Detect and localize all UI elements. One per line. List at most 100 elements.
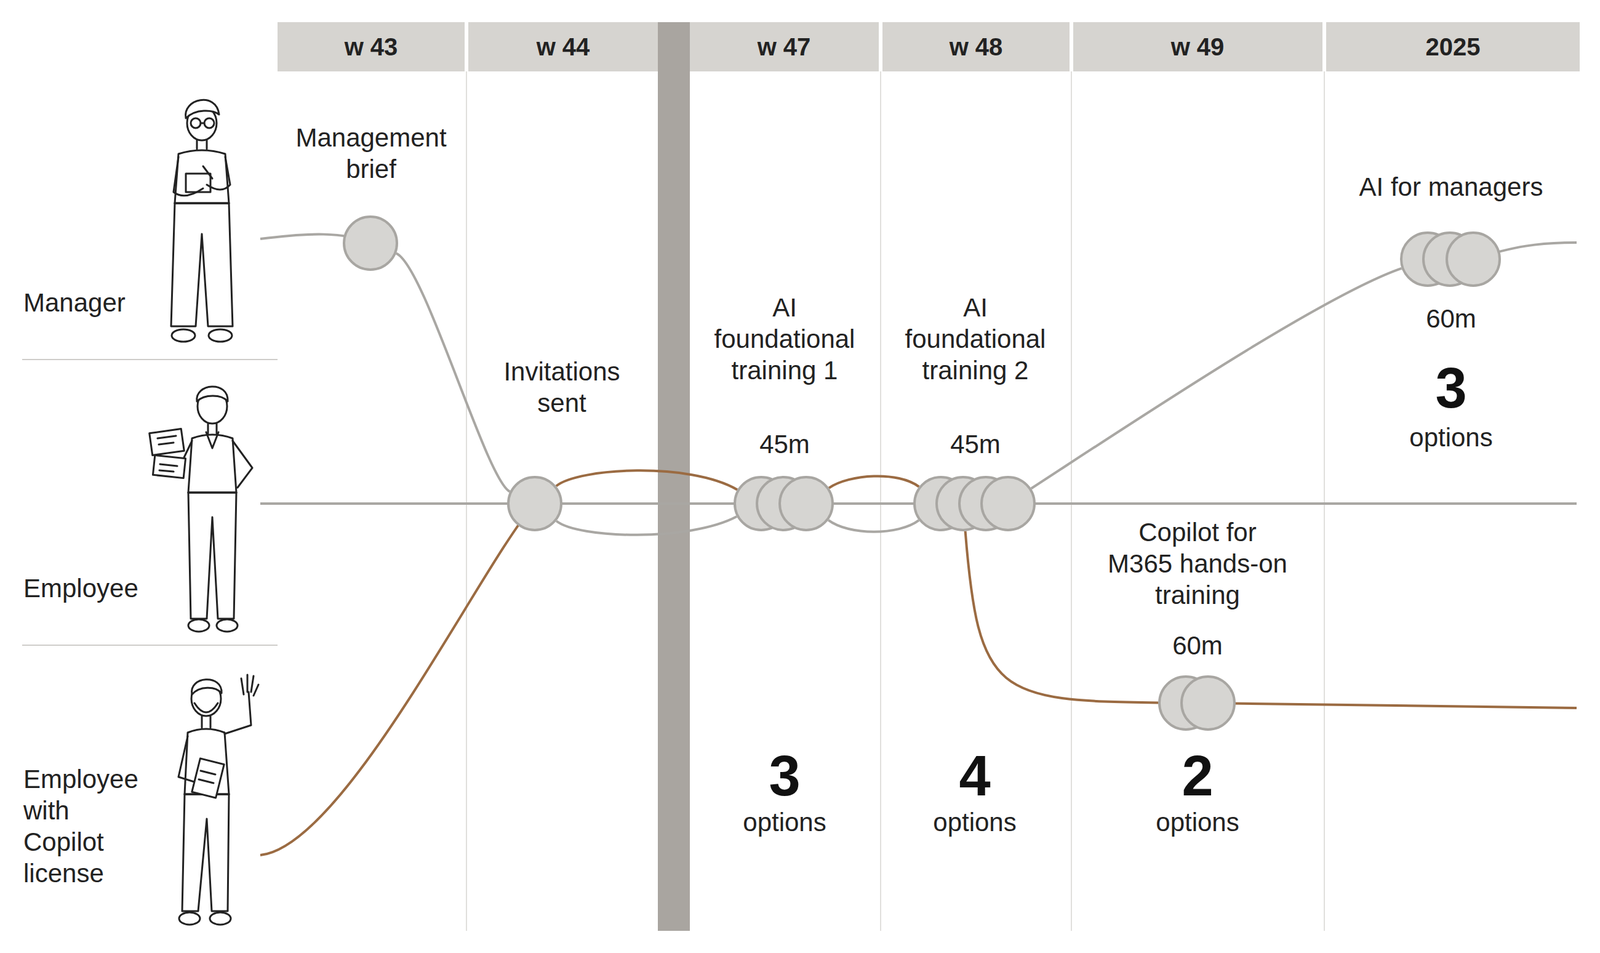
copilot-employee-figure-part: [200, 770, 216, 775]
copilot-employee-figure-part: [241, 674, 259, 696]
journey-connector: [556, 516, 737, 535]
journey-connector: [556, 470, 738, 490]
manager-figure-part: [174, 202, 229, 205]
manager-figure-part: [190, 118, 201, 128]
copilot-line: [1208, 702, 1577, 708]
journey-lines: [260, 234, 1577, 855]
session-circle: [981, 476, 1035, 530]
header-cell: [468, 22, 658, 72]
role-label: Manager: [23, 286, 159, 319]
copilot-employee-figure-part: [224, 691, 252, 734]
copilot-line: [260, 503, 535, 855]
option-count: 2: [1136, 747, 1260, 804]
manager-figure-part: [173, 156, 204, 196]
manager-figure-part: [208, 329, 232, 342]
session-circle: [1446, 232, 1500, 286]
session-circles: [1398, 230, 1503, 288]
option-caption: options: [900, 806, 1049, 838]
session-circle: [1181, 676, 1235, 730]
role-label: Employee: [23, 572, 147, 604]
role-label: Employee with Copilot license: [23, 763, 153, 889]
session-title: Copilot for M365 hands-on training: [1105, 516, 1290, 611]
copilot-employee-figure-part: [192, 679, 223, 695]
employee-figure-part: [232, 440, 253, 488]
manager-figure-part: [203, 166, 213, 179]
session-circles: [912, 474, 1037, 533]
manager-figure-part: [171, 329, 196, 342]
session-title: AI foundational training 2: [897, 291, 1055, 386]
journey-connector: [828, 475, 919, 488]
week-header: w 44: [476, 32, 650, 62]
employee-figure-part: [152, 454, 186, 478]
copilot-employee-figure-part: [182, 793, 229, 911]
copilot-employee-figure-part: [198, 779, 214, 783]
employee-figure-part: [188, 491, 237, 494]
week-header: w 48: [889, 32, 1063, 62]
session-circle: [779, 476, 833, 530]
session-node: Invitations sent: [505, 474, 564, 533]
copilot-employee-figure-part: [201, 715, 211, 728]
header-cell: [689, 22, 879, 72]
employee-figure-part: [188, 492, 237, 619]
header-band: [277, 22, 1580, 72]
option-count: 3: [1389, 359, 1513, 416]
manager-figure-part: [206, 156, 231, 190]
manager-figure: [171, 99, 233, 342]
grid-line: [1323, 71, 1325, 931]
employee-figure-part: [216, 619, 238, 632]
session-node: Management brief: [341, 214, 400, 272]
copilot-employee-figure-part: [192, 758, 224, 798]
week-header: w 43: [284, 32, 458, 62]
session-duration: 45m: [913, 428, 1037, 460]
employee-figure-part: [188, 434, 237, 493]
row-dividers: [22, 359, 278, 645]
copilot-employee-figure-part: [194, 702, 218, 712]
session-duration: 60m: [1136, 629, 1260, 661]
header-cell: [1073, 22, 1323, 72]
manager-figure-part: [185, 99, 220, 119]
employee-figure-part: [196, 386, 228, 402]
session-circle: [344, 216, 397, 270]
year-header: 2025: [1342, 32, 1564, 62]
week-header: w 47: [697, 32, 871, 62]
option-caption: options: [1123, 806, 1272, 838]
session-node: AI foundational training 245m: [912, 474, 1037, 533]
session-title: Invitations sent: [489, 355, 635, 419]
header-cell: [1326, 22, 1580, 72]
manager-figure-part: [200, 122, 205, 125]
session-node: AI for managers60m: [1398, 230, 1503, 288]
option-count: 4: [913, 747, 1037, 804]
time-gap-bar: [657, 22, 690, 931]
session-circles: [732, 474, 836, 533]
manager-figure-part: [171, 203, 233, 327]
employee-figure-part: [206, 432, 219, 448]
session-title: Management brief: [284, 121, 458, 185]
option-count: 3: [723, 747, 847, 804]
grid-line: [880, 71, 882, 931]
session-circle: [508, 476, 562, 530]
employee-figure-part: [149, 428, 185, 456]
copilot-employee-figure-part: [209, 912, 231, 925]
session-circles: [341, 214, 400, 272]
session-title: AI for managers: [1346, 171, 1556, 203]
header-cell: [277, 22, 465, 72]
copilot-employee-figure-part: [179, 912, 200, 925]
session-circles: [1156, 673, 1237, 732]
employee-figure: [149, 386, 253, 632]
manager-figure-part: [185, 173, 211, 192]
header-cell: [882, 22, 1070, 72]
option-caption: options: [1377, 421, 1525, 453]
journey-connector: [1031, 268, 1402, 489]
session-node: Copilot for M365 hands-on training60m: [1156, 673, 1237, 732]
session-title: AI foundational training 1: [706, 291, 864, 386]
journey-connector: [396, 253, 511, 492]
session-duration: 60m: [1389, 302, 1513, 335]
employee-figure-part: [208, 423, 217, 434]
option-caption: options: [710, 806, 859, 838]
session-circles: [505, 474, 564, 533]
employee-figure-part: [159, 470, 174, 472]
employee-figure-part: [158, 442, 174, 445]
employee-figure-part: [188, 619, 210, 632]
grid-line: [465, 71, 468, 931]
